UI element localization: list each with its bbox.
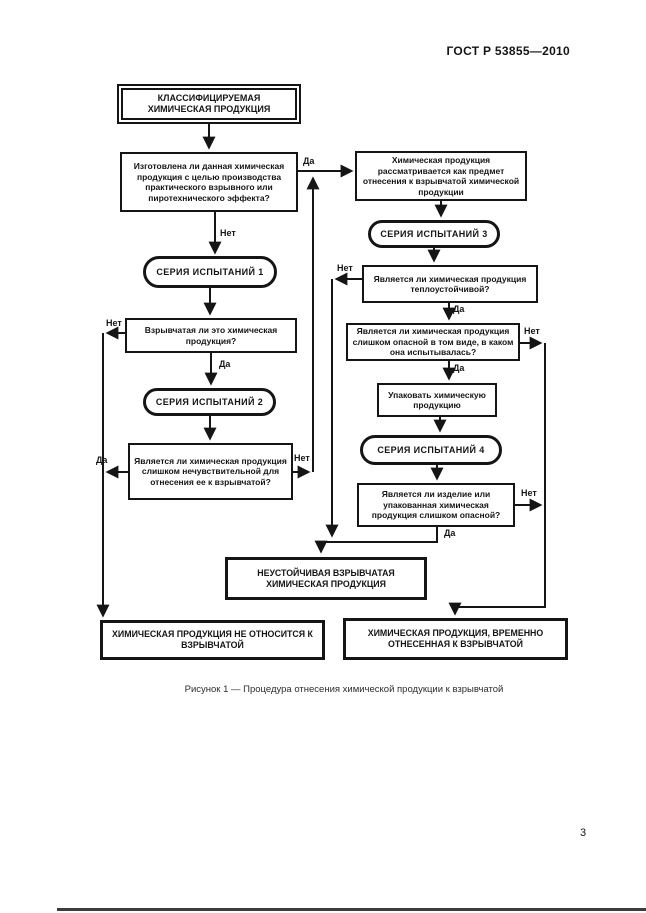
edge-label-no: Нет	[106, 318, 122, 328]
flow-node-q-dangerous-tested: Является ли химическая продукция слишком…	[346, 323, 520, 361]
flow-node-provisional: ХИМИЧЕСКАЯ ПРОДУКЦИЯ, ВРЕМЕННО ОТНЕСЕННА…	[343, 618, 568, 660]
flow-node-candidate: Химическая продукция рассматривается как…	[355, 151, 527, 201]
flow-node-series-1: СЕРИЯ ИСПЫТАНИЙ 1	[143, 256, 277, 288]
flow-node-start: КЛАССИФИЦИРУЕМАЯ ХИМИЧЕСКАЯ ПРОДУКЦИЯ	[117, 84, 301, 124]
flow-node-q-explosive: Взрывчатая ли это химическая продукция?	[125, 318, 297, 353]
flow-node-q-thermostable: Является ли химическая продукция теплоус…	[362, 265, 538, 303]
flow-node-not-explosive: ХИМИЧЕСКАЯ ПРОДУКЦИЯ НЕ ОТНОСИТСЯ К ВЗРЫ…	[100, 620, 325, 660]
flow-node-q-dangerous-packaged: Является ли изделие или упакованная хими…	[357, 483, 515, 527]
doc-code: ГОСТ Р 53855—2010	[446, 44, 570, 58]
flow-node-series-3: СЕРИЯ ИСПЫТАНИЙ 3	[368, 220, 500, 248]
page-number: 3	[580, 827, 587, 839]
figure-caption: Рисунок 1 — Процедура отнесения химическ…	[184, 684, 504, 695]
edge-right-down-to-provisional	[448, 343, 546, 616]
edge-label-no: Нет	[524, 326, 540, 336]
edge-label-yes: Да	[303, 156, 315, 166]
edge-label-no: Нет	[220, 228, 236, 238]
flow-node-start-label: КЛАССИФИЦИРУЕМАЯ ХИМИЧЕСКАЯ ПРОДУКЦИЯ	[121, 88, 297, 120]
flow-node-q-insensitive: Является ли химическая продукция слишком…	[128, 443, 293, 500]
edge-label-no: Нет	[337, 263, 353, 273]
scan-edge-artifact	[57, 908, 646, 911]
edge-label-yes: Да	[453, 363, 465, 373]
edge-label-yes: Да	[444, 528, 456, 538]
edge-label-yes: Да	[96, 455, 108, 465]
flow-node-q-manufactured: Изготовлена ли данная химическая продукц…	[120, 152, 298, 212]
flow-node-series-4: СЕРИЯ ИСПЫТАНИЙ 4	[360, 435, 502, 465]
edge-q-dangerous-packaged-yes-to-unstable	[314, 527, 438, 554]
edge-label-yes: Да	[453, 304, 465, 314]
edge-label-yes: Да	[219, 359, 231, 369]
flow-node-series-2: СЕРИЯ ИСПЫТАНИЙ 2	[143, 388, 276, 416]
flow-node-unstable: НЕУСТОЙЧИВАЯ ВЗРЫВЧАТАЯ ХИМИЧЕСКАЯ ПРОДУ…	[225, 557, 427, 600]
edge-label-no: Нет	[294, 453, 310, 463]
edge-label-no: Нет	[521, 488, 537, 498]
flow-node-package: Упаковать химическую продукцию	[377, 383, 497, 417]
